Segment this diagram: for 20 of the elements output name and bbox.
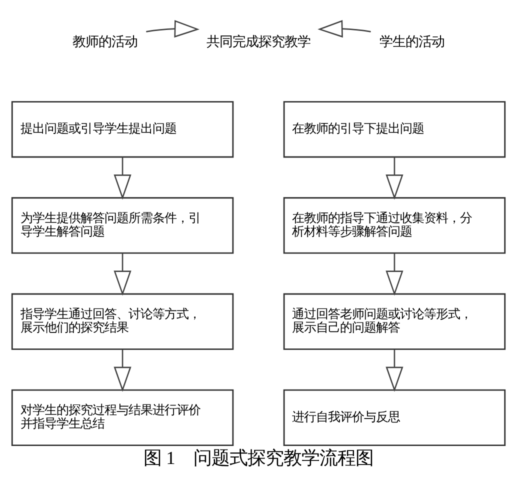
arrow: [114, 253, 132, 296]
node-box: 对学生的探究过程与结果进行评价并指导学生总结: [11, 389, 234, 446]
node-box: 在教师的指导下通过收集资料，分析材料等步骤解答问题: [283, 197, 506, 254]
arrow: [386, 253, 404, 296]
node-text: 共同完成探究教学: [206, 34, 310, 50]
arrow: [114, 157, 132, 200]
node-box: 提出问题或引导学生提出问题: [11, 101, 234, 158]
node-box: 为学生提供解答问题所需条件，引导学生解答问题: [11, 197, 234, 254]
arrow: [318, 20, 371, 38]
node-text: 教师的活动: [72, 34, 138, 50]
node-box: 在教师的引导下提出问题: [283, 101, 506, 158]
arrow: [386, 349, 404, 392]
arrow: [146, 20, 200, 38]
node-text: 学生的活动: [379, 34, 444, 50]
arrow: [114, 349, 132, 392]
arrow: [386, 157, 404, 200]
node-box: 指导学生通过回答、讨论等方式，展示他们的探究结果: [11, 293, 234, 350]
node-box: 通过回答老师问题或讨论等形式，展示自己的问题解答: [283, 293, 506, 350]
caption: 图 1 问题式探究教学流程图: [144, 448, 374, 468]
node-box: 进行自我评价与反思: [283, 389, 506, 446]
